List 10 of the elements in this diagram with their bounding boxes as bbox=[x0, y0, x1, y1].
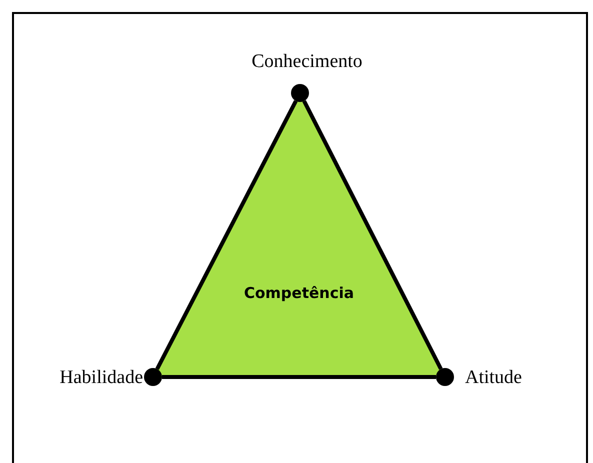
vertex-label: Habilidade bbox=[60, 367, 143, 389]
triangle-side bbox=[162, 375, 436, 379]
center-label: Competência bbox=[244, 284, 354, 302]
vertex-label: Conhecimento bbox=[252, 51, 362, 73]
vertex-dot bbox=[144, 368, 162, 386]
vertex-dot bbox=[291, 84, 309, 102]
triangle-side bbox=[302, 100, 443, 370]
vertex-label: Atitude bbox=[465, 367, 522, 389]
vertex-dot bbox=[436, 368, 454, 386]
triangle-side bbox=[155, 100, 298, 370]
